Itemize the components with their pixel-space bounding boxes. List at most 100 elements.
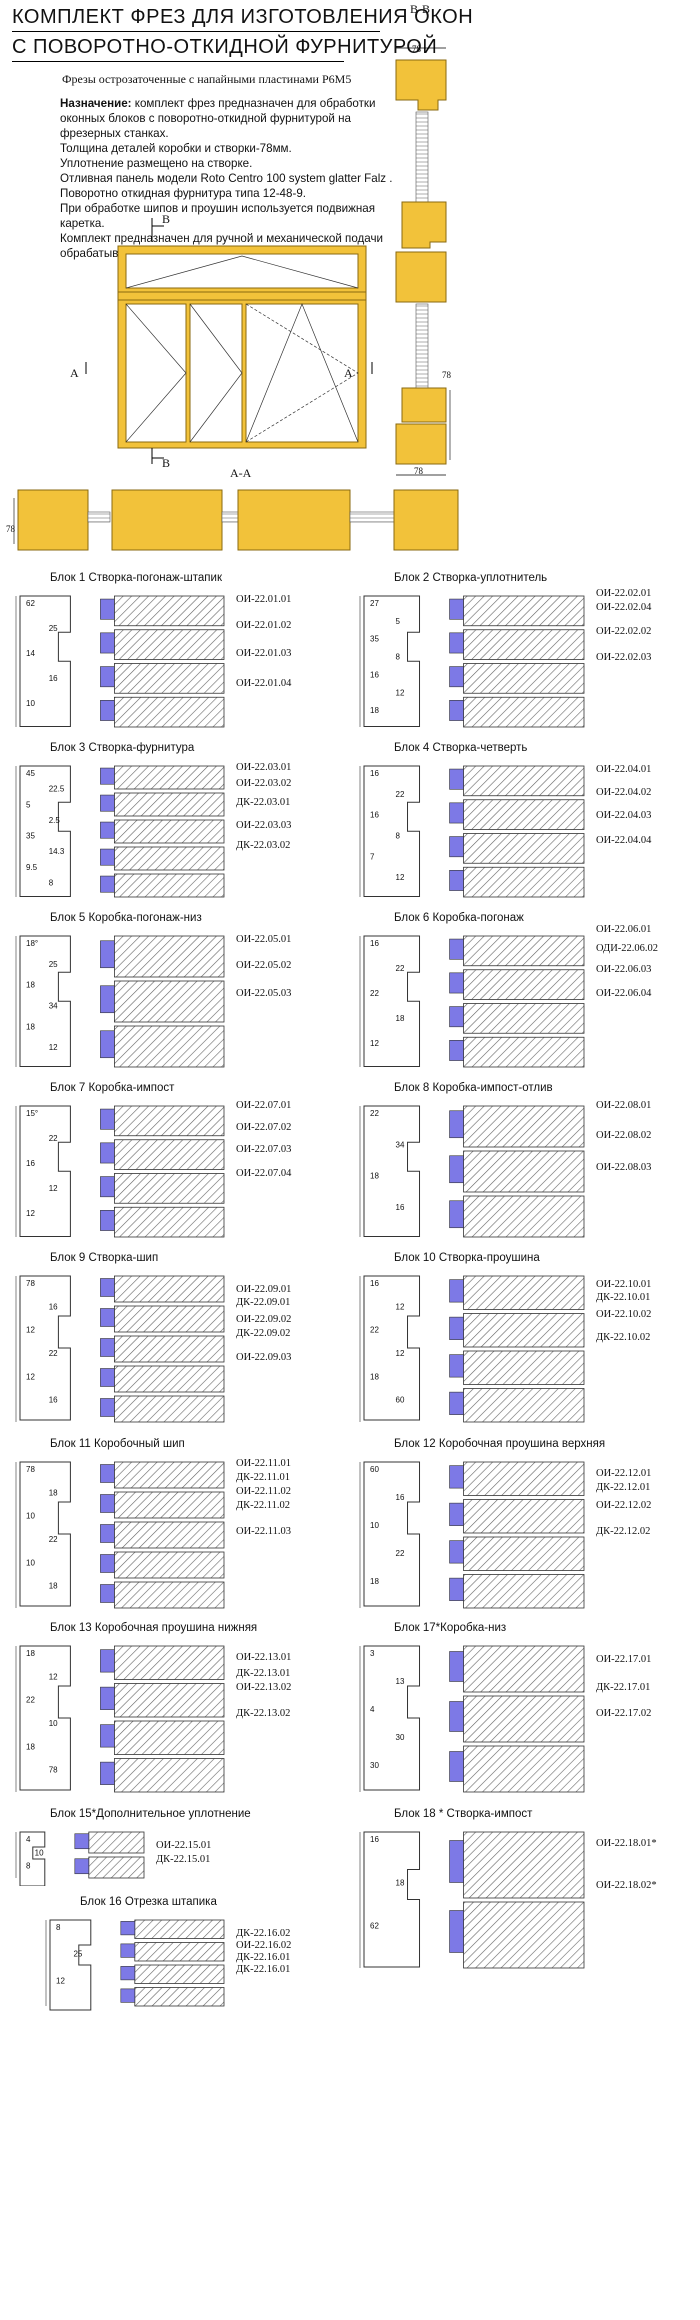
dimension-label: 35 (370, 635, 379, 644)
cutter-code: ОИ-22.01.04 (236, 678, 292, 689)
dim-78-side: 78 (442, 370, 451, 380)
dimension-label: 78 (26, 1465, 35, 1474)
cutter-code: ОИ-22.12.01 (596, 1468, 652, 1479)
cutter-blade (449, 938, 464, 960)
description-line-4: Поворотно откидная фурнитура типа 12-48-… (60, 187, 306, 200)
dimension-label: 4 (26, 1835, 31, 1844)
workpiece-profile (19, 1831, 46, 1886)
dimension-label: 4 (370, 1705, 375, 1714)
workpiece-profile (19, 1461, 71, 1607)
cutter-code: ОИ-22.01.01 (236, 594, 292, 605)
cutter-body (463, 595, 585, 627)
dimension-label: 25 (49, 960, 58, 969)
dim-78-aa: 78 (6, 524, 15, 534)
cutter-body (114, 1305, 225, 1333)
cutter-code: ОИ-22.08.01 (596, 1100, 652, 1111)
cutter-code: ДК-22.16.02 (236, 1928, 291, 1939)
dimension-label: 22 (396, 964, 405, 973)
cutter-body (463, 1499, 585, 1534)
dimension-label: 7 (370, 852, 375, 861)
cutter-code: ДК-22.03.02 (236, 840, 291, 851)
cutter-body (463, 1003, 585, 1034)
workpiece-profile (363, 1105, 421, 1237)
cutter-code: ОИ-22.04.01 (596, 764, 652, 775)
description-line-2: Уплотнение размещено на створке. (60, 157, 253, 170)
cutter-blade (449, 700, 464, 721)
workpiece-profile (363, 1461, 421, 1607)
block-title-7: Блок 7 Коробка-импост (50, 1082, 175, 1094)
section-label-a-right: A (344, 366, 353, 380)
cutter-blade (449, 1465, 464, 1489)
cutter-blade (449, 666, 464, 688)
cutter-body (463, 765, 585, 797)
cutter-code: ДК-22.13.02 (236, 1708, 291, 1719)
dimension-label: 12 (370, 1039, 379, 1048)
dimension-label: 18° (26, 939, 38, 948)
workpiece-profile (19, 935, 71, 1067)
cutter-blade (100, 700, 115, 721)
cutter-code: ОИ-22.09.02 (236, 1314, 292, 1325)
cutter-blade (449, 598, 464, 620)
dimension-label: 18 (49, 1488, 58, 1497)
cutter-blade (100, 1464, 115, 1483)
section-bb-drawing (395, 47, 451, 476)
dimension-label: 18 (26, 1022, 35, 1031)
dimension-label: 9.5 (26, 863, 38, 872)
dimension-label: 3 (370, 1649, 375, 1658)
cutter-blade (120, 1988, 136, 2003)
dimension-label: 14.3 (49, 847, 65, 856)
cutter-code: ОИ-22.13.01 (236, 1652, 292, 1663)
cutter-code: ДК-22.03.01 (236, 797, 291, 808)
dimension-label: 22 (370, 1109, 379, 1118)
cutter-blade (449, 1651, 464, 1682)
cutter-blade (100, 1176, 115, 1198)
cutter-code: ОИ-22.02.01 (596, 588, 652, 599)
cutter-body (114, 1105, 225, 1137)
cutter-code: ОИ-22.05.02 (236, 960, 292, 971)
cutter-blade (449, 1751, 464, 1782)
dimension-label: 12 (26, 1372, 35, 1381)
dimension-label: 13 (396, 1677, 405, 1686)
dimension-label: 2.5 (49, 816, 61, 825)
cutter-blade (449, 1040, 464, 1061)
cutter-code: ОИ-22.07.04 (236, 1168, 292, 1179)
cutter-blade (449, 802, 464, 824)
dim-78-bottom: 78 (414, 466, 423, 476)
block-title-8: Блок 8 Коробка-импост-отлив (394, 1082, 553, 1094)
dimension-label: 60 (370, 1465, 379, 1474)
dimension-label: 22 (49, 1134, 58, 1143)
cutter-code: ОИ-22.08.02 (596, 1130, 652, 1141)
block-title-16: Блок 18 * Створка-импост (394, 1808, 533, 1820)
cutter-body (114, 1521, 225, 1549)
cutter-code: ОИ-22.05.03 (236, 988, 292, 999)
cutter-body (463, 1150, 585, 1193)
cutter-blade (74, 1833, 90, 1850)
cutter-body (463, 833, 585, 864)
cutter-code: ОИ-22.01.02 (236, 620, 292, 631)
dimension-label: 62 (26, 599, 35, 608)
workpiece-profile (363, 1275, 421, 1421)
cutter-body (134, 1987, 225, 2007)
section-label-aa: A-A (230, 466, 252, 480)
dimension-label: 22 (370, 1326, 379, 1335)
dimension-label: 8 (49, 878, 54, 887)
cutter-code: ОИ-22.04.03 (596, 810, 652, 821)
cutter-blade (100, 767, 115, 785)
cutter-blade (100, 1278, 115, 1297)
cutter-code: ОИ-22.01.03 (236, 648, 292, 659)
cutter-code: ДК-22.17.01 (596, 1682, 651, 1693)
cutter-blade (100, 1308, 115, 1327)
cutter-code: ДК-22.09.02 (236, 1328, 291, 1339)
cutter-blade (449, 1155, 464, 1184)
cutter-body (114, 1551, 225, 1579)
dimension-label: 34 (396, 1140, 405, 1149)
cutter-blade (449, 1354, 464, 1378)
cutter-blade (100, 940, 115, 969)
dimension-label: 12 (49, 1672, 58, 1681)
